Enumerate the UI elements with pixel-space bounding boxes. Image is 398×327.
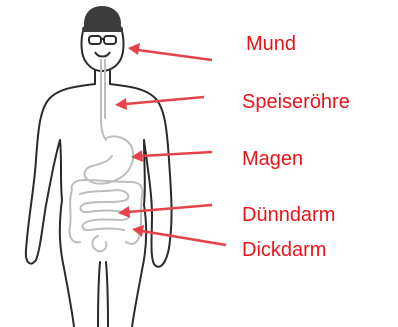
label-duenndarm: Dünndarm bbox=[242, 204, 335, 226]
cap-shape bbox=[84, 6, 121, 30]
stomach bbox=[85, 136, 134, 183]
arrow-mund bbox=[128, 43, 212, 60]
glasses-left bbox=[89, 36, 101, 44]
torso-arms-outline bbox=[26, 84, 172, 267]
labels: Mund Speiseröhre Magen Dünndarm Dickdarm bbox=[242, 33, 350, 261]
digestive-organs bbox=[69, 60, 142, 251]
label-dickdarm: Dickdarm bbox=[242, 239, 326, 261]
mouth-shape bbox=[95, 52, 110, 57]
arrow-duenndarm bbox=[118, 205, 212, 218]
human-figure bbox=[26, 24, 172, 327]
rectum bbox=[92, 236, 106, 251]
cap-and-glasses bbox=[82, 6, 123, 57]
glasses-right bbox=[104, 36, 116, 44]
cap-brim bbox=[82, 27, 123, 32]
label-magen: Magen bbox=[242, 148, 303, 170]
small-intestine bbox=[80, 190, 129, 230]
label-speiseroehre: Speiseröhre bbox=[242, 91, 350, 113]
label-mund: Mund bbox=[246, 33, 296, 55]
arrows bbox=[115, 43, 226, 245]
neck-outline bbox=[95, 71, 110, 84]
